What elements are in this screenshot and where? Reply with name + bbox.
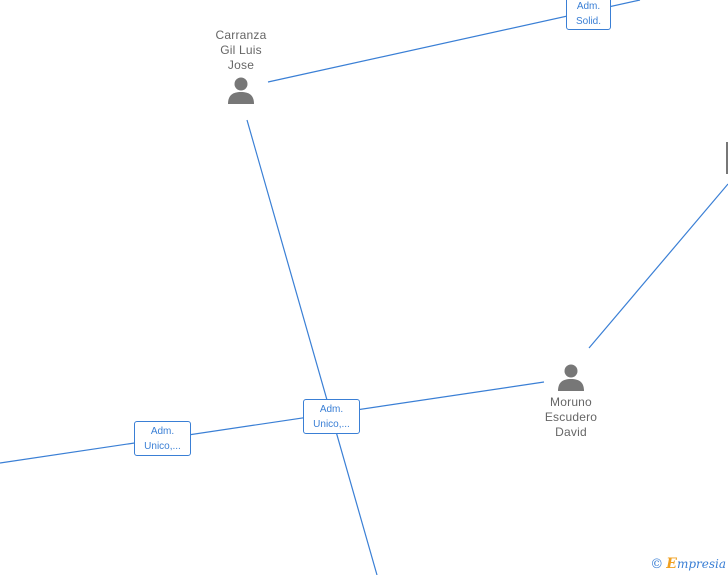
role-label-line: Adm.	[576, 1, 601, 12]
role-label-solid[interactable]: Adm. Solid.	[566, 0, 611, 30]
edge-carranza-to-bottom	[246, 119, 378, 575]
person-name-line: Carranza	[215, 28, 267, 42]
edge-moruno-to-right	[588, 183, 728, 349]
person-name-line: Gil Luis	[220, 43, 262, 57]
role-label-line: Unico,...	[144, 441, 181, 452]
role-label-line: Unico,...	[313, 419, 350, 430]
brand-initial: E	[666, 556, 677, 572]
role-label-line: Solid.	[575, 16, 601, 27]
role-label-unico-center[interactable]: Adm. Unico,...	[303, 399, 360, 434]
offscreen-node-edge	[726, 142, 728, 174]
empresia-watermark: ©Empresia	[650, 556, 726, 572]
role-label-line: Adm.	[319, 404, 344, 415]
role-label-line: Adm.	[150, 426, 175, 437]
person-silhouette-icon	[226, 75, 256, 105]
person-silhouette-icon	[556, 362, 586, 392]
person-name-line: Escudero	[544, 410, 598, 424]
copyright-icon: ©	[650, 557, 664, 572]
edge-moruno-to-left	[0, 381, 545, 464]
person-name-line: Jose	[227, 58, 255, 72]
brand-name: mpresia	[676, 557, 726, 571]
person-name-line: Moruno	[550, 395, 592, 409]
person-node-moruno[interactable]: Moruno Escudero David	[526, 362, 616, 440]
role-label-unico-left[interactable]: Adm. Unico,...	[134, 421, 191, 456]
person-name-line: David	[555, 425, 587, 439]
person-node-carranza[interactable]: Carranza Gil Luis Jose	[196, 28, 286, 105]
